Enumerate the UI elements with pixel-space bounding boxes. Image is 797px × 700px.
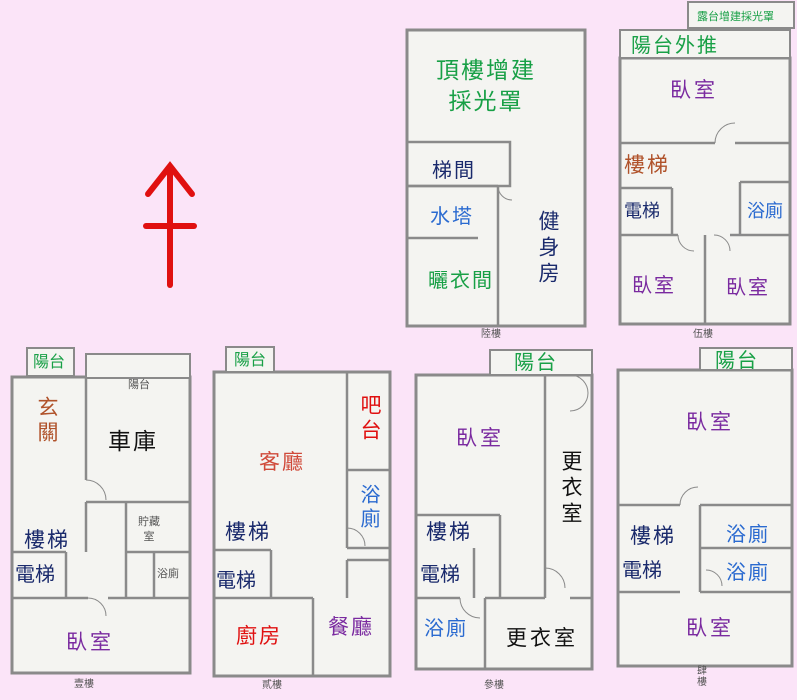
floor1-balcony2-label: 陽台 [128,378,150,391]
floor1-balcony [26,347,75,377]
floor4-bath1-label: 浴廁 [726,522,770,546]
floor2-name: 貳樓 [262,680,282,691]
floor5-bath-label: 浴廁 [747,201,783,222]
floor1-foyer-label: 玄關 [35,396,59,446]
floor2-bath-label: 浴廁 [357,484,381,532]
floor6-outline [405,28,587,328]
floor1-elevator-label: 電梯 [15,562,55,586]
floor5-elevator-label: 電梯 [624,201,660,222]
floor4-elevator-label: 電梯 [622,558,662,582]
floor3-stairs-label: 樓梯 [426,520,472,544]
floor4-balcony-label: 陽台 [715,348,759,372]
floor5-balcony [619,29,791,59]
floor4-bath2-label: 浴廁 [726,560,770,584]
floor5-balcony-ext-label: 陽台外推 [631,33,719,57]
floor2-balcony-label: 陽台 [234,350,267,369]
floor1-bedroom-label: 臥室 [66,630,114,654]
floor4-stairs-label: 樓梯 [630,524,676,548]
floor6-skylight-label: 頂樓增建 採光罩 [436,58,536,116]
floor6-gym-label: 健身房 [536,210,560,288]
floor1-balcony2 [85,353,191,379]
floor1-balcony-label: 陽台 [33,352,66,371]
north-arrow-icon [143,161,197,288]
floor4-outline [616,368,794,668]
floor2-dining-label: 餐廳 [328,615,374,639]
floor3-name: 參樓 [484,680,504,691]
floor2-balcony [225,346,275,373]
floor1-stairs-label: 樓梯 [24,528,70,552]
floor6-name: 陸樓 [481,329,501,340]
floor5-bedroom2-label: 臥室 [632,273,676,297]
floor4-bedroom2-label: 臥室 [686,616,734,640]
floor3-closet-v-label: 更衣室 [559,450,583,528]
floor4-balcony [699,347,793,371]
floor6-laundry-label: 曬衣間 [428,268,494,292]
floor1-storage-label: 貯藏室 [138,515,160,544]
floor6-stairs-label: 梯間 [432,158,476,182]
floor3-bath-label: 浴廁 [424,616,468,640]
floor5-stairs-label: 樓梯 [624,153,670,177]
floor3-closet-label: 更衣室 [506,626,578,650]
floor3-balcony-label: 陽台 [514,350,558,374]
floor1-name: 壹樓 [74,679,94,690]
floor1-garage-label: 車庫 [108,429,158,455]
floor4-name: 肆 樓 [697,666,707,688]
floor6-water-tower-label: 水塔 [430,204,474,228]
floor2-kitchen-label: 廚房 [236,624,282,648]
floor2-living-label: 客廳 [259,450,305,474]
floor3-elevator-label: 電梯 [420,562,460,586]
floor5-bedroom1-label: 臥室 [670,78,718,102]
floor4-bedroom1-label: 臥室 [686,410,734,434]
floor3-outline [414,373,594,671]
floor2-bar-label: 吧台 [358,394,382,444]
floor5-name: 伍樓 [693,329,713,340]
floor1-toilet-label: 浴廁 [157,567,179,580]
floor3-balcony [489,349,593,376]
floor5-bedroom3-label: 臥室 [726,275,770,299]
floor2-outline [212,370,392,678]
floor3-bedroom-label: 臥室 [456,426,504,450]
floor1-outline [10,375,192,675]
floor2-elevator-label: 電梯 [216,568,256,592]
floor2-stairs-label: 樓梯 [225,520,271,544]
floor5-terrace-note: 露台增建採光罩 [697,10,774,23]
floor5-terrace [687,1,795,29]
